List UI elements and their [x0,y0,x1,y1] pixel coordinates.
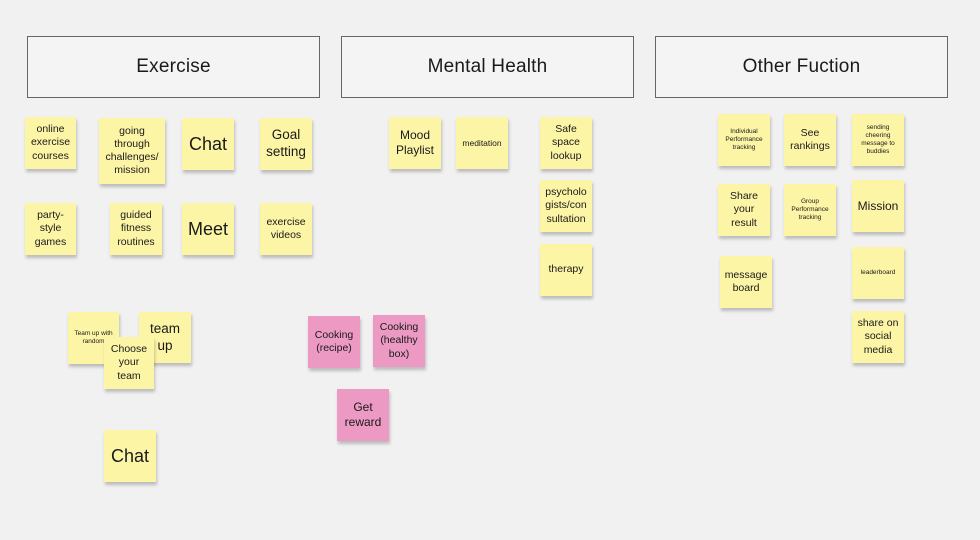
note-get-reward[interactable]: Get reward [337,389,389,441]
note-leaderboard[interactable]: leaderboard [852,247,904,299]
note-meet[interactable]: Meet [182,203,234,255]
note-exercise-videos[interactable]: exercise videos [260,203,312,255]
note-meditation[interactable]: meditation [456,117,508,169]
note-chat-2[interactable]: Chat [104,430,156,482]
note-challenges-mission[interactable]: going through challenges/ mission [99,118,165,184]
note-chat[interactable]: Chat [182,118,234,170]
header-exercise: Exercise [27,36,320,98]
note-choose-your-team[interactable]: Choose your team [104,337,154,389]
note-party-style-games[interactable]: party-style games [25,203,76,255]
note-safe-space-lookup[interactable]: Safe space lookup [540,117,592,169]
note-share-on-social-media[interactable]: share on social media [852,311,904,363]
note-goal-setting[interactable]: Goal setting [260,118,312,170]
note-individual-performance-tracking[interactable]: Individual Performance tracking [718,114,770,166]
note-mood-playlist[interactable]: Mood Playlist [389,117,441,169]
note-guided-fitness-routines[interactable]: guided fitness routines [110,203,162,255]
header-other-function: Other Fuction [655,36,948,98]
note-group-performance-tracking[interactable]: Group Performance tracking [784,184,836,236]
note-therapy[interactable]: therapy [540,244,592,296]
note-online-exercise-courses[interactable]: online exercise courses [25,117,76,169]
note-message-board[interactable]: message board [720,256,772,308]
note-cooking-healthy-box[interactable]: Cooking (healthy box) [373,315,425,367]
note-see-rankings[interactable]: See rankings [784,114,836,166]
note-cooking-recipe[interactable]: Cooking (recipe) [308,316,360,368]
note-share-your-result[interactable]: Share your result [718,184,770,236]
note-sending-cheering-message[interactable]: sending cheering message to buddies [852,114,904,166]
header-mental-health: Mental Health [341,36,634,98]
note-psychologists-consultation[interactable]: psycholo gists/con sultation [540,180,592,232]
note-mission[interactable]: Mission [852,180,904,232]
